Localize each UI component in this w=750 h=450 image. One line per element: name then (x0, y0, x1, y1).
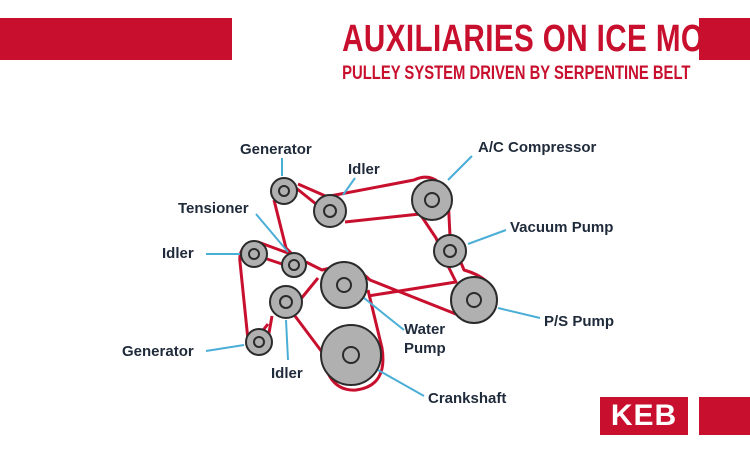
pulley-tensioner (281, 252, 307, 278)
pulley-labels: Generator Idler A/C Compressor Tensioner… (122, 139, 614, 407)
keb-logo: KEB (600, 397, 688, 435)
pulley-generator-bottom (245, 328, 273, 356)
footer-accent-bar (699, 397, 750, 435)
page-subtitle: PULLEY SYSTEM DRIVEN BY SERPENTINE BELT (342, 63, 691, 84)
leader-crankshaft (377, 369, 425, 397)
label-idler-bottom: Idler (271, 365, 303, 382)
leader-idler-bottom (285, 319, 289, 361)
label-ps-pump: P/S Pump (544, 313, 614, 330)
label-water-pump-line2: Pump (404, 340, 446, 357)
pulley-idler-left (240, 240, 268, 268)
pulley-ac-compressor (411, 179, 453, 221)
header-accent-bar-left (0, 18, 232, 60)
pulley-vacuum-pump (433, 234, 467, 268)
pulley-idler-top (313, 194, 347, 228)
label-vacuum-pump: Vacuum Pump (510, 219, 613, 236)
leader-water-pump (363, 297, 405, 331)
label-idler-top: Idler (348, 161, 380, 178)
label-generator-top: Generator (240, 141, 312, 158)
leader-generator-bottom (205, 344, 245, 352)
label-ac-compressor: A/C Compressor (478, 139, 597, 156)
label-tensioner: Tensioner (178, 200, 249, 217)
pulley-generator-top (270, 177, 298, 205)
leader-ac-compressor (447, 155, 473, 181)
label-water-pump-line1: Water (404, 321, 445, 338)
label-generator-bottom: Generator (122, 343, 194, 360)
leader-ps-pump (497, 307, 541, 319)
pulley-idler-bottom (269, 285, 303, 319)
label-crankshaft: Crankshaft (428, 390, 506, 407)
leader-tensioner (255, 213, 289, 253)
label-idler-left: Idler (162, 245, 194, 262)
pulley-ps-pump (450, 276, 498, 324)
leader-idler-top (342, 177, 356, 196)
leader-vacuum-pump (467, 229, 507, 245)
pulley-crankshaft (320, 324, 382, 386)
pulley-water-pump (320, 261, 368, 309)
page-title: AUXILIARIES ON ICE MOTOR (342, 18, 750, 60)
leader-lines (205, 155, 541, 397)
header-accent-bar-right (699, 18, 750, 60)
